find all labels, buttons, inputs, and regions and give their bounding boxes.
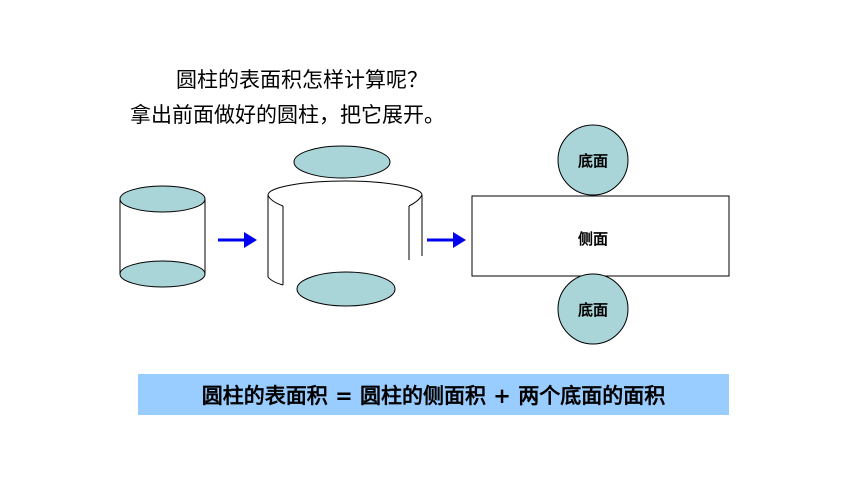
formula-text: 圆柱的表面积 = 圆柱的侧面积 + 两个底面的面积 — [201, 383, 666, 408]
net-bottom-base-circle — [557, 273, 629, 345]
net-side-label: 侧面 — [578, 230, 608, 248]
net-top-base-circle — [557, 124, 629, 196]
net-top-base-label: 底面 — [578, 152, 608, 170]
cylinder-net: 底面 侧面 底面 — [471, 124, 730, 345]
question-text: 圆柱的表面积怎样计算呢？ — [176, 68, 428, 92]
opening-cylinder — [267, 145, 423, 307]
formula-banner: 圆柱的表面积 = 圆柱的侧面积 + 两个底面的面积 — [138, 374, 729, 415]
closed-cylinder — [119, 185, 206, 288]
arrow-right-icon — [427, 232, 466, 248]
cylinder-top-base — [119, 260, 206, 288]
instruction-text: 拿出前面做好的圆柱，把它展开。 — [130, 103, 445, 127]
net-side-rectangle — [471, 195, 730, 277]
arrow-right-icon — [218, 232, 257, 248]
detached-bottom-base — [296, 271, 396, 307]
cylinder-bottom-base — [119, 185, 206, 213]
detached-top-base — [293, 145, 391, 179]
net-bottom-base-label: 底面 — [578, 301, 608, 319]
